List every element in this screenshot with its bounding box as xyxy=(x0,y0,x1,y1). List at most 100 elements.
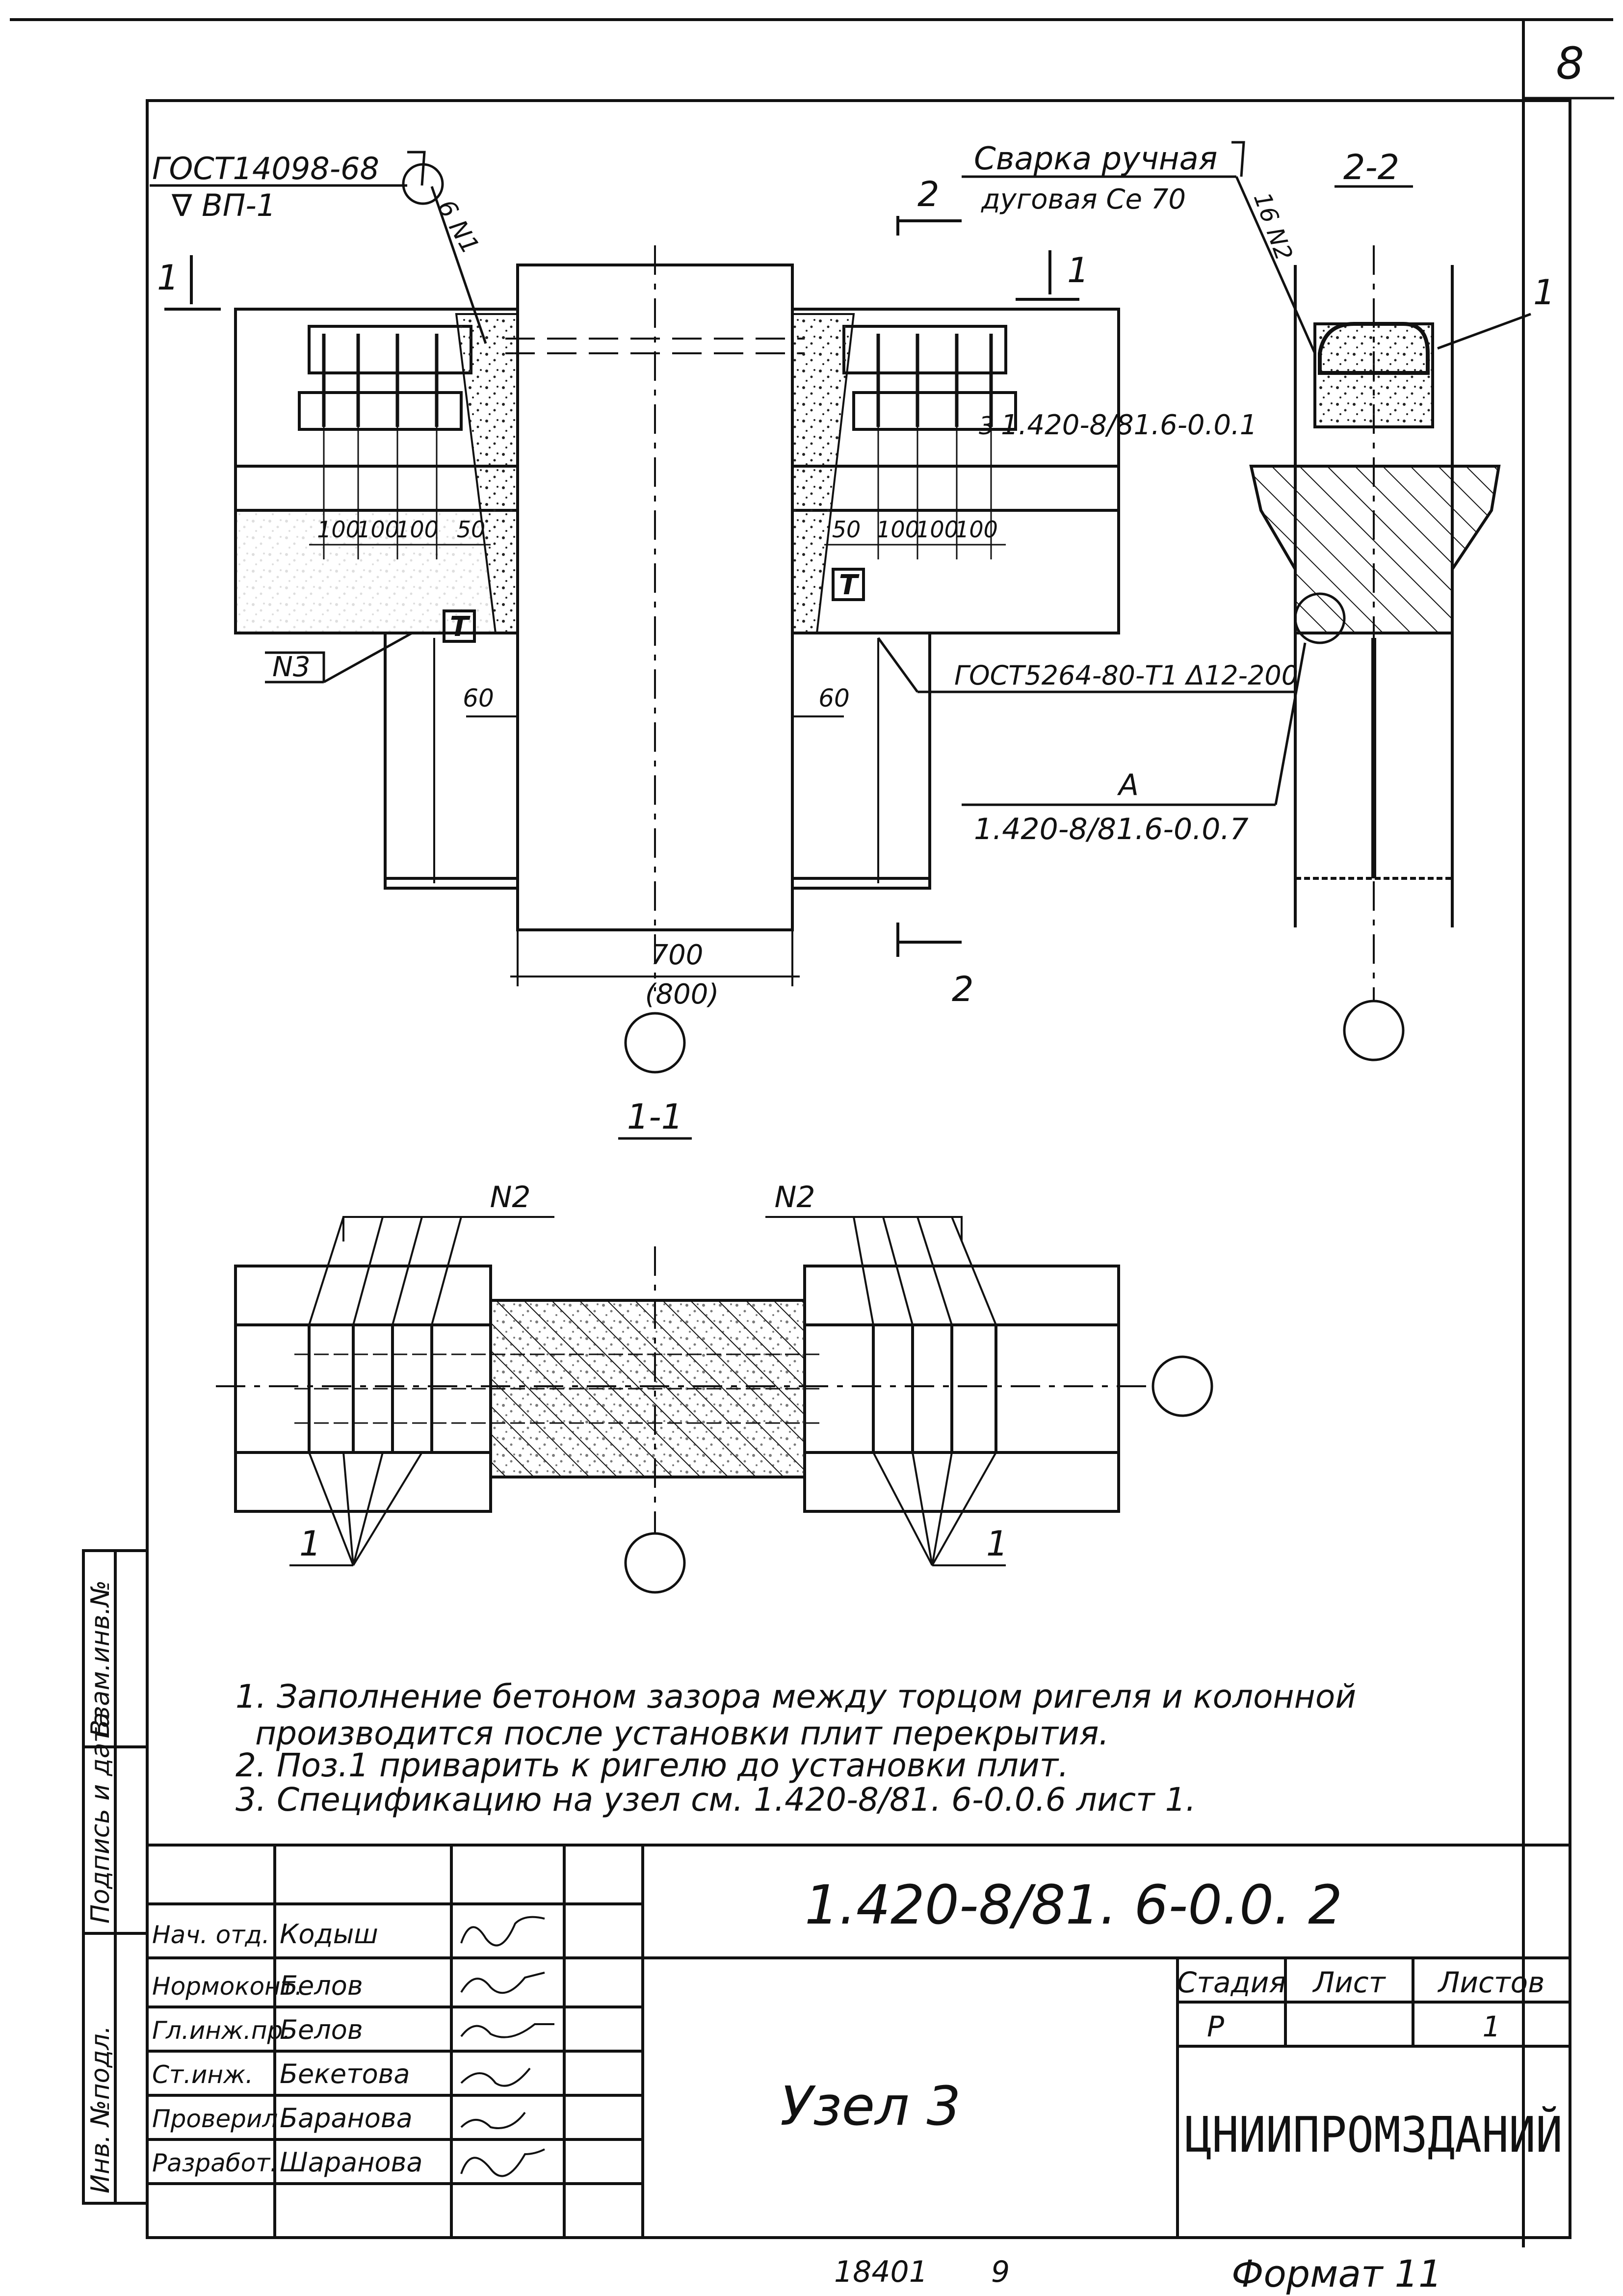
t-marker-right-label: Т xyxy=(839,569,860,601)
axis-bubble-section xyxy=(1343,1000,1405,1061)
plan-pos1-right: 1 xyxy=(986,1524,1008,1564)
t-marker-right xyxy=(832,568,865,601)
stage-label: Стадия xyxy=(1177,1966,1286,1999)
dim-right-1: 50 xyxy=(832,516,861,543)
concrete-fill-right xyxy=(791,313,855,634)
drawing-title: Узел 3 xyxy=(780,2075,961,2138)
staff-name-6: Шаранова xyxy=(280,2147,422,2178)
n2-leaders xyxy=(308,1216,997,1325)
t-marker-left-label: Т xyxy=(450,611,471,643)
staff-name-2: Белов xyxy=(280,1970,363,2001)
stage-value: Р xyxy=(1207,2010,1224,2043)
section-cut-1-left xyxy=(164,255,221,311)
node-ref-doc: 1.420-8/81.6-0.0.7 xyxy=(974,812,1249,846)
dim-left-3: 100 xyxy=(395,516,439,543)
weld-mark-top: ∇ ВП-1 xyxy=(171,187,276,223)
title-block-grid xyxy=(147,1844,1570,2238)
section-2-2-pos1-leader xyxy=(1437,313,1531,350)
staff-role-5: Проверил xyxy=(152,2105,278,2133)
axis-bubble-plan-bottom xyxy=(624,1532,686,1594)
note-2: 2. Поз.1 приварить к ригелю до установки… xyxy=(236,1746,1069,1784)
staff-role-2: Нормоконт. xyxy=(152,1972,303,2001)
weld-type-leader xyxy=(962,141,1316,354)
note-3: 3. Спецификацию на узел см. 1.420-8/81. … xyxy=(236,1781,1196,1819)
column-width-label: 700 xyxy=(651,939,704,971)
gost-weld-top: ГОСТ14098-68 xyxy=(152,151,379,186)
weld-type-line2: дуговая Сe 70 xyxy=(981,184,1186,215)
plan-n2-left: N2 xyxy=(490,1180,530,1214)
cut-1-left-label: 1 xyxy=(157,258,179,298)
section-2-2-topping xyxy=(1313,322,1434,428)
section-cut-1-right xyxy=(1016,250,1079,301)
plan-n2-right: N2 xyxy=(774,1180,815,1214)
note-1-cont: производится после установки плит перекр… xyxy=(255,1715,1109,1752)
section-cut-2-bottom xyxy=(896,923,962,957)
pos-n1-label: 6 N1 xyxy=(432,195,485,259)
column-width-alt-label: (800) xyxy=(645,978,719,1010)
staff-role-1: Нач. отд. xyxy=(152,1921,270,1949)
cut-2-bottom-label: 2 xyxy=(952,969,974,1009)
organization: ЦНИИПРОМЗДАНИЙ xyxy=(1185,2106,1563,2164)
staff-role-4: Ст.инж. xyxy=(152,2060,253,2089)
plan-stirrups xyxy=(294,1325,997,1452)
dim-left-2: 100 xyxy=(356,516,399,543)
copy-number: 9 xyxy=(991,2255,1010,2289)
sheet-label: Лист xyxy=(1312,1966,1387,1999)
column-width-dim xyxy=(510,930,800,986)
section-2-2-stirrup xyxy=(1318,322,1430,375)
sheet-number: 8 xyxy=(1556,38,1584,89)
gost-weld-mid: ГОСТ5264-80-Т1 Δ12-200 xyxy=(954,660,1298,691)
pos1-leaders xyxy=(289,1451,1006,1566)
detail-a-circle xyxy=(1294,592,1346,644)
dim-left-4: 50 xyxy=(457,516,486,543)
side-stamp xyxy=(82,1549,149,2205)
staff-name-4: Бекетова xyxy=(280,2058,410,2089)
weld-symbol-circle xyxy=(402,163,444,205)
weld-type-line1: Сварка ручная xyxy=(974,141,1217,177)
section-2-2-title: 2-2 xyxy=(1343,147,1399,187)
section-2-2-beam xyxy=(1249,465,1501,634)
sheets-label: Листов xyxy=(1438,1966,1545,1999)
side-stamp-signature: Подпись и дата xyxy=(86,1712,115,1924)
section-2-2-pos1: 1 xyxy=(1533,272,1555,313)
plan-pos1-left: 1 xyxy=(299,1524,321,1564)
section-cut-2-top xyxy=(896,216,962,236)
staff-name-1: Кодыш xyxy=(280,1919,378,1950)
n3-leader xyxy=(265,632,413,684)
ref-doc-top: 1.420-8/81.6-0.0.1 xyxy=(1001,409,1257,441)
gost-leader xyxy=(150,151,487,344)
axis-bubble-plan-right xyxy=(1152,1355,1213,1417)
side-stamp-replacement: Взам.инв.№ xyxy=(86,1580,115,1737)
dim-right-2: 100 xyxy=(876,516,919,543)
gap-dim-right: 60 xyxy=(818,684,850,713)
stirrups-left xyxy=(309,334,491,559)
dim-right-4: 100 xyxy=(955,516,998,543)
gost-mid-leader xyxy=(877,637,1295,693)
doc-code: 1.420-8/81. 6-0.0. 2 xyxy=(805,1874,1342,1936)
staff-name-3: Белов xyxy=(280,2014,363,2045)
signatures xyxy=(460,1916,554,2177)
inventory-number: 18401 xyxy=(834,2255,928,2289)
note-1: 1. Заполнение бетоном зазора между торцо… xyxy=(236,1678,1356,1715)
notes: 1. Заполнение бетоном зазора между торцо… xyxy=(236,1678,1356,1819)
gap-dim-left: 60 xyxy=(463,684,494,713)
dim-right-3: 100 xyxy=(916,516,959,543)
stirrups-right xyxy=(824,334,1006,559)
cut-2-top-label: 2 xyxy=(917,174,940,214)
staff-role-3: Гл.инж.пр. xyxy=(152,2016,290,2045)
pos-n2-side: 16 N2 xyxy=(1248,189,1298,264)
section-1-1-title: 1-1 xyxy=(627,1097,683,1137)
side-stamp-inventory: Инв. №подл. xyxy=(86,2026,115,2193)
axis-bubble-elevation xyxy=(624,1012,686,1074)
format-label: Формат 11 xyxy=(1231,2252,1442,2296)
staff-name-5: Баранова xyxy=(280,2103,413,2134)
t-marker-left xyxy=(443,609,476,643)
dim-left-1: 100 xyxy=(317,516,360,543)
beam-shade-left xyxy=(236,510,518,633)
node-ref-leader xyxy=(962,642,1307,806)
staff-role-6: Разработ. xyxy=(152,2149,278,2177)
pos-3-label: 3 xyxy=(979,412,995,440)
sheets-value: 1 xyxy=(1483,2010,1501,2043)
pos-n3: N3 xyxy=(272,651,311,683)
